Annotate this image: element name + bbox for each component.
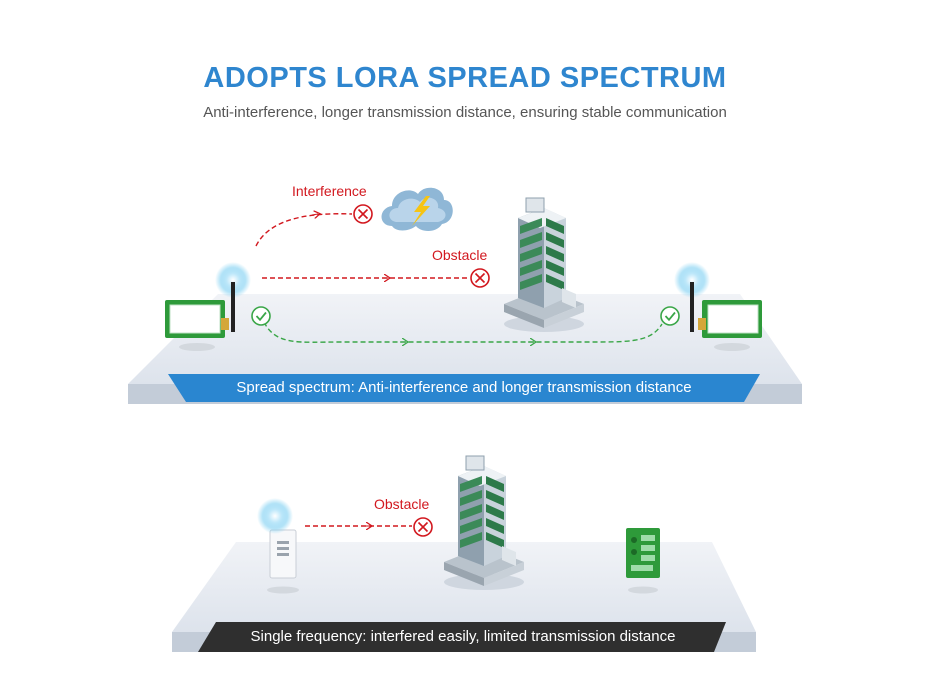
- spread-banner: [168, 374, 760, 402]
- signal-wave-icon: [257, 498, 293, 534]
- blocked-icon: [353, 204, 373, 224]
- single-frequency-banner-text: Single frequency: interfered easily, lim…: [250, 628, 676, 645]
- single-frequency-device: [267, 529, 299, 594]
- right-lora-module: [698, 300, 762, 351]
- storm-cloud-icon: [381, 187, 453, 231]
- obstacle-label: Obstacle: [432, 247, 488, 263]
- signal-wave-icon: [674, 262, 710, 298]
- antenna-icon: [231, 282, 235, 332]
- building-obstacle-icon: [503, 197, 585, 333]
- building-obstacle-icon: [443, 455, 525, 591]
- obstacle-label: Obstacle: [374, 496, 430, 512]
- interference-label: Interference: [292, 183, 367, 199]
- success-check-icon: [251, 306, 271, 326]
- page-title: ADOPTS LORA SPREAD SPECTRUM: [203, 62, 727, 94]
- blocked-icon: [413, 517, 433, 537]
- success-check-icon: [660, 306, 680, 326]
- antenna-icon: [690, 282, 694, 332]
- single-frequency-banner: [198, 622, 726, 652]
- blocked-icon: [470, 268, 490, 288]
- interference-path: [255, 213, 353, 247]
- spread-banner-text: Spread spectrum: Anti-interference and l…: [236, 379, 692, 396]
- receiver-board: [626, 528, 660, 594]
- page-subtitle: Anti-interference, longer transmission d…: [203, 104, 727, 121]
- spread-success-path: [263, 321, 663, 343]
- signal-wave-icon: [215, 262, 251, 298]
- spread-spectrum-platform: [128, 294, 802, 404]
- left-lora-module: [165, 300, 229, 351]
